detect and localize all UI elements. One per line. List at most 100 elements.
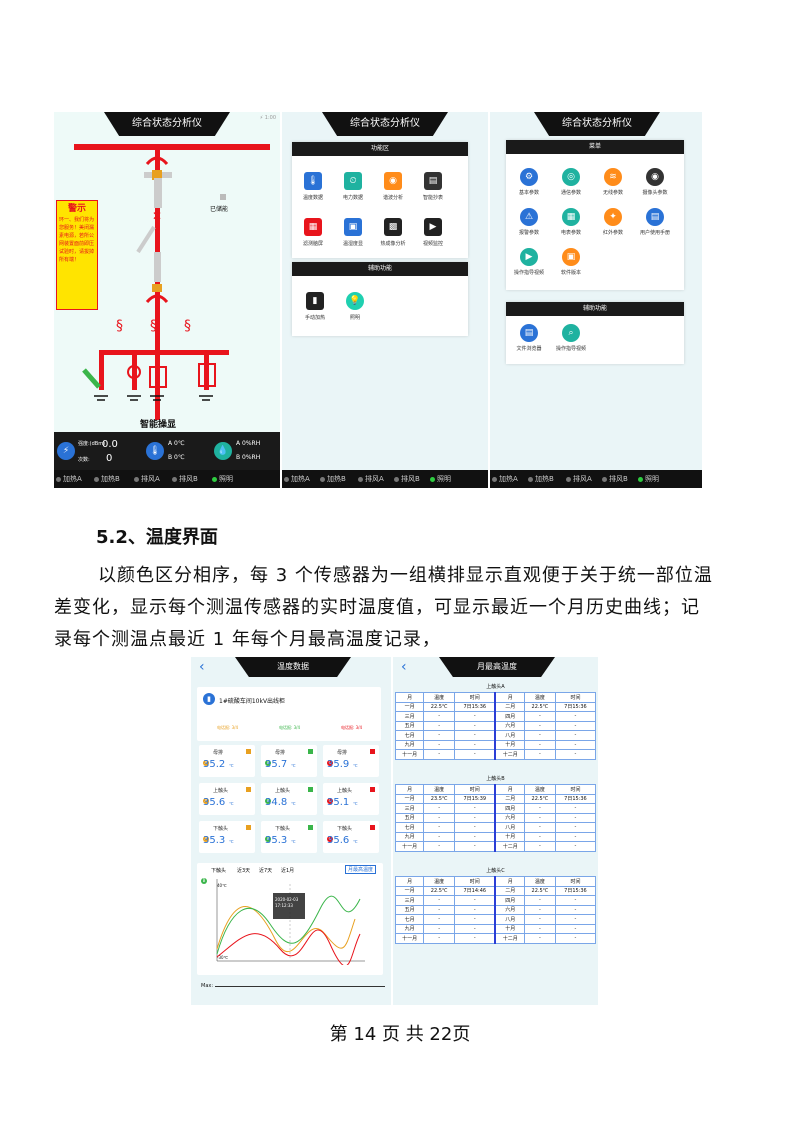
- file-browser-icon[interactable]: ▤: [520, 324, 538, 342]
- heat-b-toggle[interactable]: 加热B: [528, 474, 554, 484]
- fan-b-toggle[interactable]: 排风B: [172, 474, 198, 484]
- control-bar: 加热A 加热B 排风A 排风B 照明: [54, 470, 280, 488]
- video-guide-icon[interactable]: ⌕: [562, 324, 580, 342]
- paragraph-line: 录每个测温点最近 1 年每个月最高温度记录，: [54, 629, 441, 650]
- section-title: 5.2、温度界面: [96, 527, 218, 548]
- function-icon[interactable]: ▩: [384, 218, 402, 236]
- heat-a-toggle[interactable]: 加热A: [284, 474, 310, 484]
- function-panel: 功能区: [292, 142, 468, 258]
- light-toggle[interactable]: 照明: [212, 474, 233, 484]
- tab-7days[interactable]: 近7天: [259, 868, 273, 874]
- menu-icon[interactable]: ▶: [520, 248, 538, 266]
- count-value: 0: [106, 453, 113, 464]
- fan-b-toggle[interactable]: 排风B: [602, 474, 628, 484]
- table-cell: 四月: [494, 895, 525, 906]
- column-header: 时间: [554, 692, 597, 703]
- function-icon[interactable]: ▤: [424, 172, 442, 190]
- table-title: 上触头C: [486, 868, 505, 874]
- function-icon[interactable]: ▦: [304, 218, 322, 236]
- function-label: 视频监控: [422, 241, 443, 247]
- heat-a-toggle[interactable]: 加热A: [492, 474, 518, 484]
- table-cell: 23.5℃: [423, 793, 456, 804]
- menu-icon[interactable]: ◎: [562, 168, 580, 186]
- function-icon[interactable]: ⏲: [344, 172, 362, 190]
- sensor-name: 下触头: [213, 826, 229, 832]
- heat-b-toggle[interactable]: 加热B: [94, 474, 120, 484]
- fan-a-toggle[interactable]: 排风A: [566, 474, 592, 484]
- signal-label: 强度:(dBm): [78, 441, 106, 447]
- signal-value: 0.0: [102, 439, 118, 450]
- heat-b-toggle[interactable]: 加热B: [320, 474, 346, 484]
- table-cell: 7日15:39: [454, 793, 496, 804]
- max-slider[interactable]: [215, 986, 385, 987]
- menu-icon[interactable]: ⚙: [520, 168, 538, 186]
- heater-icon[interactable]: ▮: [306, 292, 324, 310]
- column-header: 月: [394, 784, 425, 795]
- table-cell: 十月: [494, 831, 525, 842]
- fan-a-toggle[interactable]: 排风A: [358, 474, 384, 484]
- sensor-name: 下触头: [275, 826, 291, 832]
- menu-icon[interactable]: ≋: [604, 168, 622, 186]
- menu-icon[interactable]: ✦: [604, 208, 622, 226]
- table-cell: 一月: [394, 793, 425, 804]
- heat-a-toggle[interactable]: 加热A: [56, 474, 82, 484]
- table-cell: -: [554, 739, 597, 750]
- fan-a-toggle[interactable]: 排风A: [134, 474, 160, 484]
- table-cell: 7日14:46: [454, 885, 496, 896]
- monthly-max-button[interactable]: 月最高温度: [345, 865, 377, 874]
- table-cell: -: [423, 812, 456, 823]
- table-cell: 十一月: [394, 749, 425, 760]
- table-title: 上触头B: [486, 776, 505, 782]
- menu-icon[interactable]: ▤: [646, 208, 664, 226]
- menu-label: 无线参数: [602, 190, 623, 196]
- light-toggle[interactable]: 照明: [638, 474, 659, 484]
- column-header: 温度: [423, 784, 456, 795]
- sensor-value: 35.3: [265, 835, 288, 846]
- fan-b-toggle[interactable]: 排风B: [394, 474, 420, 484]
- status-indicator: [308, 825, 313, 830]
- back-icon[interactable]: ‹: [199, 659, 205, 675]
- table-cell: 一月: [394, 885, 425, 896]
- menu-icon[interactable]: ▣: [562, 248, 580, 266]
- table-cell: -: [454, 923, 496, 934]
- table-cell: -: [523, 923, 556, 934]
- hum-b: B 0%RH: [236, 454, 261, 461]
- menu-icon[interactable]: ⚠: [520, 208, 538, 226]
- function-icon[interactable]: 🌡: [304, 172, 322, 190]
- sensor-unit: ℃: [229, 763, 234, 768]
- tab-1month[interactable]: 近1月: [281, 868, 295, 874]
- group-badge: A: [203, 760, 209, 766]
- light-icon[interactable]: 💡: [346, 292, 364, 310]
- tab-3days[interactable]: 近3天: [237, 868, 251, 874]
- table-cell: -: [554, 720, 597, 731]
- menu-icon[interactable]: ◉: [646, 168, 664, 186]
- alarm-a: 电话报: 3/4: [217, 725, 239, 730]
- function-icon[interactable]: ▶: [424, 218, 442, 236]
- table-cell: -: [423, 895, 456, 906]
- function-icon[interactable]: ◉: [384, 172, 402, 190]
- function-icon[interactable]: ▣: [344, 218, 362, 236]
- table-row: 七月--八月--: [394, 822, 597, 833]
- light-toggle[interactable]: 照明: [430, 474, 451, 484]
- sensor-value: 34.8: [265, 797, 288, 808]
- column-header: 月: [394, 876, 425, 887]
- table-cell: 22.5℃: [423, 885, 456, 896]
- table-cell: -: [554, 895, 597, 906]
- table-cell: 三月: [394, 803, 425, 814]
- sensor-name: 上触头: [275, 788, 291, 794]
- back-icon[interactable]: ‹: [401, 659, 407, 675]
- menu-icon[interactable]: ▦: [562, 208, 580, 226]
- sensor-value: 35.3: [203, 835, 226, 846]
- humidity-icon: 💧: [214, 442, 232, 460]
- table-row: 十一月--十二月--: [394, 749, 597, 760]
